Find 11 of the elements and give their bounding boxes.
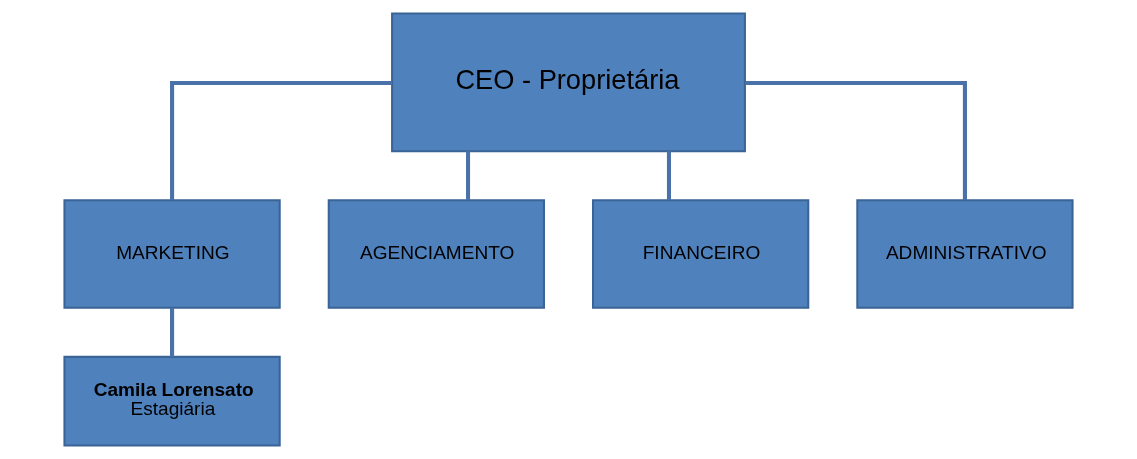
connector	[666, 151, 671, 200]
connector	[745, 81, 967, 200]
node-box: MARKETING	[63, 199, 281, 309]
node-box: Camila Lorensato Estagiária	[63, 355, 281, 447]
node-box: CEO - Proprietária	[391, 12, 746, 153]
node-box: ADMINISTRATIVO	[856, 199, 1074, 309]
node-box: AGENCIAMENTO	[327, 199, 545, 309]
connector	[170, 81, 392, 200]
node-box: FINANCEIRO	[592, 199, 810, 309]
connector	[170, 307, 175, 357]
connector	[466, 151, 471, 200]
